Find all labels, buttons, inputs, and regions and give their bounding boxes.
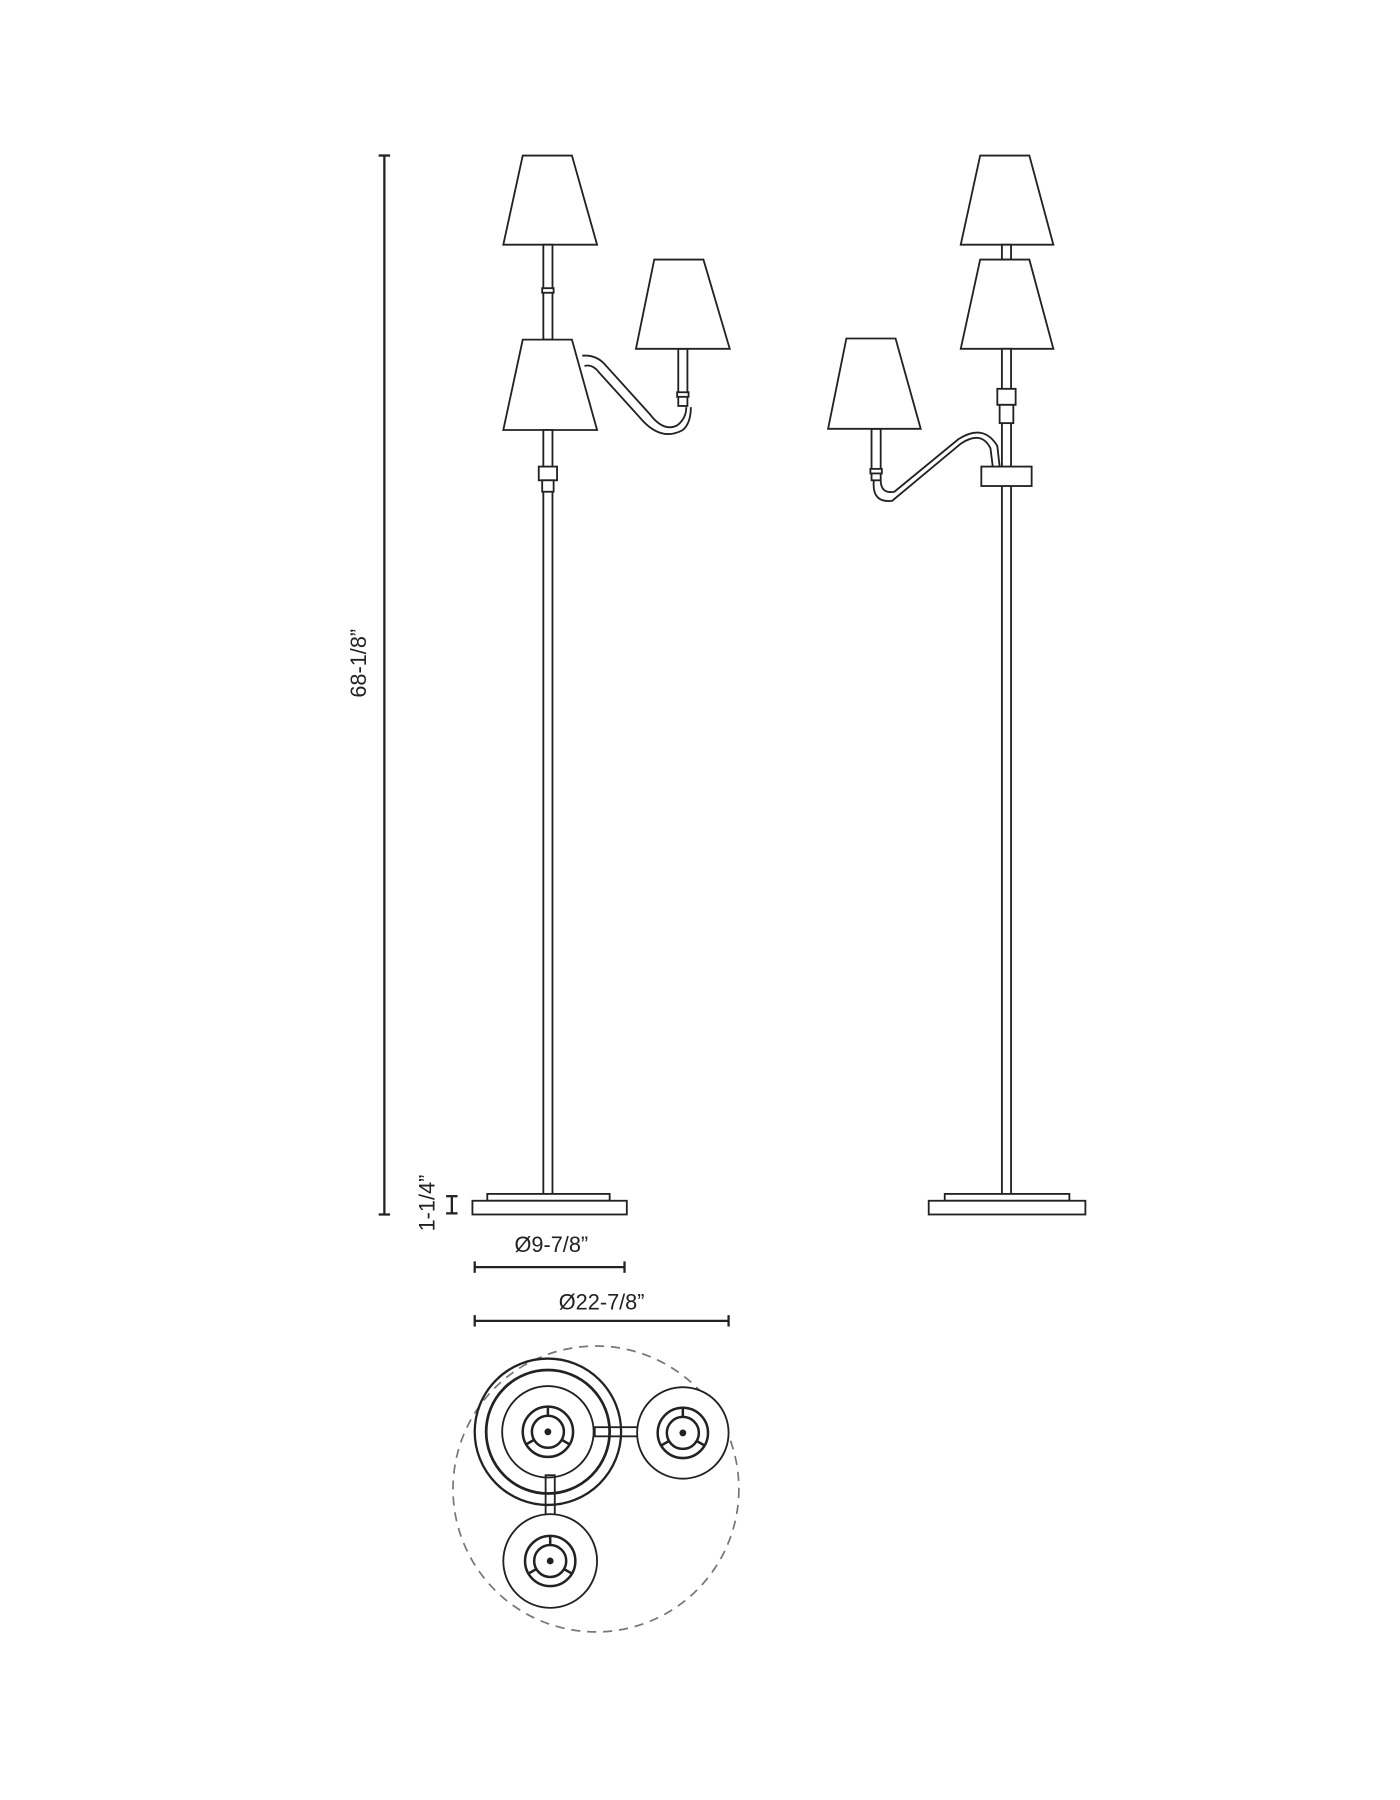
base-diameter-label: Ø9-7/8” <box>515 1232 589 1257</box>
overall-diameter-label: Ø22-7/8” <box>559 1289 645 1314</box>
lamp-shade <box>502 154 599 246</box>
lamp-shade <box>959 258 1055 350</box>
overall-diameter-dimension: Ø22-7/8” <box>473 1289 730 1327</box>
footprint-circle <box>452 1345 740 1633</box>
base-height-dimension: 1-1/4” <box>415 1175 458 1232</box>
lamp-shade <box>826 337 922 430</box>
base-height-label: 1-1/4” <box>415 1175 440 1232</box>
socket-icons <box>521 1405 710 1588</box>
lamp-side-view <box>826 154 1087 1216</box>
lamp-front-view <box>471 154 731 1216</box>
lamp-shade <box>634 258 731 350</box>
lamp-top-view <box>452 1345 740 1633</box>
lamp-base <box>471 1199 628 1216</box>
lamp-shade <box>502 338 599 431</box>
lamp-base <box>927 1199 1087 1216</box>
height-dimension: 68-1/8” <box>346 154 391 1216</box>
lamp-shade <box>959 154 1055 246</box>
height-label: 68-1/8” <box>346 629 371 698</box>
base-diameter-dimension: Ø9-7/8” <box>473 1232 626 1273</box>
